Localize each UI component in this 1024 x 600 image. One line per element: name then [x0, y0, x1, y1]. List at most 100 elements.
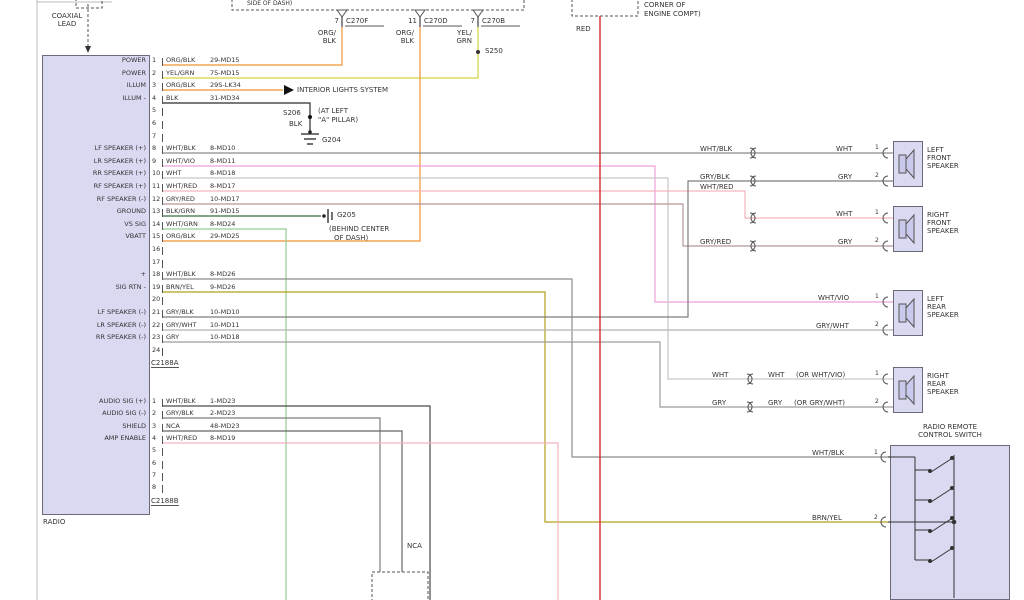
- radio-pin-row: LF SPEAKER (-) 21 GRY/BLK 10-MD10: [0, 308, 300, 320]
- pin-tick: [162, 322, 163, 331]
- pin-tick: [162, 121, 163, 129]
- wire-rr-minus: [163, 341, 893, 408]
- pin-number: 12: [152, 194, 161, 203]
- rr2-wire-label-b: GRY: [768, 399, 783, 407]
- pin-number: 3: [152, 81, 157, 90]
- pin-circuit-number: 2-MD23: [210, 409, 236, 418]
- radio-label: RADIO: [43, 518, 66, 526]
- speaker-name-line: SPEAKER: [927, 311, 959, 319]
- connector-c270d-pin: 11: [408, 17, 417, 25]
- wire-power-2: [163, 27, 479, 79]
- radio-pin-row: LF SPEAKER (+) 8 WHT/BLK 8-MD10: [0, 144, 300, 156]
- pin-signal-name: VBATT: [125, 232, 146, 241]
- wire-sig-rtn: [163, 291, 890, 523]
- pin-number: 24: [152, 345, 161, 354]
- radio-pin-row: RF SPEAKER (-) 12 GRY/RED 10-MD17: [0, 195, 300, 207]
- wire-label-line: GRN: [456, 37, 472, 45]
- pin-number: 6: [152, 119, 157, 127]
- pin-number: 4: [152, 433, 157, 442]
- remote-title-line1: RADIO REMOTE: [922, 423, 978, 431]
- rf1-wire-label: WHT/RED: [700, 183, 734, 191]
- red-wire-label: RED: [576, 25, 591, 33]
- pin-number: 9: [152, 156, 157, 165]
- speaker-name-line: SPEAKER: [927, 162, 959, 170]
- pin-tick: [162, 108, 163, 117]
- rr2-wire-label-a: GRY: [712, 399, 727, 407]
- radio-pin-row: 20: [0, 295, 300, 307]
- pin-circuit-number: 8-MD10: [210, 144, 236, 153]
- pin-circuit-number: 10-MD11: [210, 320, 240, 329]
- speaker-icons: [898, 148, 915, 406]
- pin-signal-name: LR SPEAKER (-): [96, 320, 146, 329]
- pin-number: 8: [152, 144, 157, 153]
- pin-wire-color: BRN/YEL: [166, 282, 194, 291]
- pin-tick: [162, 95, 163, 104]
- radio-pin-row: ILLUM - 4 BLK 31-MD34: [0, 94, 300, 106]
- pin-tick: [162, 221, 163, 230]
- pin-circuit-number: 91-MD15: [210, 207, 240, 216]
- pin-tick: [162, 133, 163, 142]
- pin-signal-name: +: [140, 270, 146, 279]
- radio-pin-row: 7: [0, 132, 300, 144]
- g205-location-1: (BEHIND CENTER: [329, 225, 390, 233]
- connector-c270f-code: C270F: [346, 17, 369, 25]
- pin-number: 19: [152, 282, 161, 291]
- pin-circuit-number: 29-MD25: [210, 232, 240, 241]
- pin-tick: [162, 485, 163, 494]
- pin-tick: [162, 411, 163, 420]
- pin-number: 4: [152, 93, 157, 102]
- radio-pin-row: RR SPEAKER (-) 23 GRY 10-MD18: [0, 333, 300, 345]
- remote1-wire-label: WHT/BLK: [812, 449, 845, 457]
- wire-rr-plus: [163, 177, 893, 380]
- rf2-wire-label: GRY/RED: [700, 238, 732, 246]
- pin-wire-color: ORG/BLK: [166, 232, 196, 241]
- wire-label-line: BLK: [322, 37, 336, 45]
- g205-location-2: OF DASH): [334, 234, 369, 242]
- pin-tick: [162, 423, 163, 432]
- dash-location-note: SIDE OF DASH): [247, 0, 293, 7]
- speaker-name-line: FRONT: [927, 154, 951, 162]
- speaker-name-line: FRONT: [927, 219, 951, 227]
- pin-number: 7: [152, 131, 157, 140]
- pin-signal-name: RF SPEAKER (+): [93, 182, 146, 190]
- wire-illum-minus: [163, 102, 311, 133]
- splice-s206-dot: [308, 115, 312, 119]
- pin-wire-color: GRY/RED: [166, 194, 195, 203]
- ground-g205-dot: [322, 214, 326, 218]
- wire-lr-plus: [163, 165, 893, 303]
- pin-signal-name: LF SPEAKER (+): [94, 144, 147, 153]
- radio-pin-row: 6: [0, 119, 300, 131]
- wire-audio-plus: [163, 405, 431, 600]
- pin-wire-color: YEL/GRN: [166, 68, 195, 77]
- wire-label-c270d: ORG/ BLK: [392, 29, 414, 45]
- pin-wire-color: ORG/BLK: [166, 56, 196, 64]
- pin-circuit-number: 75-MD15: [210, 68, 240, 77]
- pin-tick: [162, 435, 163, 444]
- connector-arrow-icon: [414, 9, 426, 18]
- pin-wire-color: BLK/GRN: [166, 207, 195, 216]
- coaxial-lead-label: COAXIAL LEAD: [44, 12, 90, 28]
- radio-pin-row: 5: [0, 446, 300, 458]
- splice-s250-label: S250: [485, 47, 503, 55]
- pin-signal-name: POWER: [121, 56, 146, 64]
- wire-label-c270b: YEL/ GRN: [450, 29, 472, 45]
- wire-label-line: BLK: [400, 37, 414, 45]
- connector-c2188b-code: C2188B: [151, 497, 179, 506]
- dash-location-box: [231, 0, 525, 11]
- pin-signal-name: AUDIO SIG (+): [99, 397, 146, 405]
- lr-pin1: 1: [875, 293, 879, 300]
- pin-tick: [162, 247, 163, 255]
- right-rear-speaker-name: RIGHT REAR SPEAKER: [927, 372, 959, 396]
- pin-tick: [162, 146, 163, 155]
- radio-pin-row: RF SPEAKER (+) 11 WHT/RED 8-MD17: [0, 182, 300, 194]
- wire-audio-minus: [163, 417, 381, 572]
- remote-pin1: 1: [874, 449, 878, 456]
- device-pin-connector-icons: [880, 147, 889, 528]
- rf2-wire-label-right: GRY: [838, 238, 853, 246]
- radio-pin-row: AMP ENABLE 4 WHT/RED 8-MD19: [0, 434, 300, 446]
- pin-tick: [162, 335, 163, 344]
- pin-circuit-number: 29S-LK34: [210, 81, 241, 90]
- splice-s250-dot: [476, 50, 480, 54]
- radio-pin-row: SHIELD 3 NCA 48-MD23: [0, 422, 300, 434]
